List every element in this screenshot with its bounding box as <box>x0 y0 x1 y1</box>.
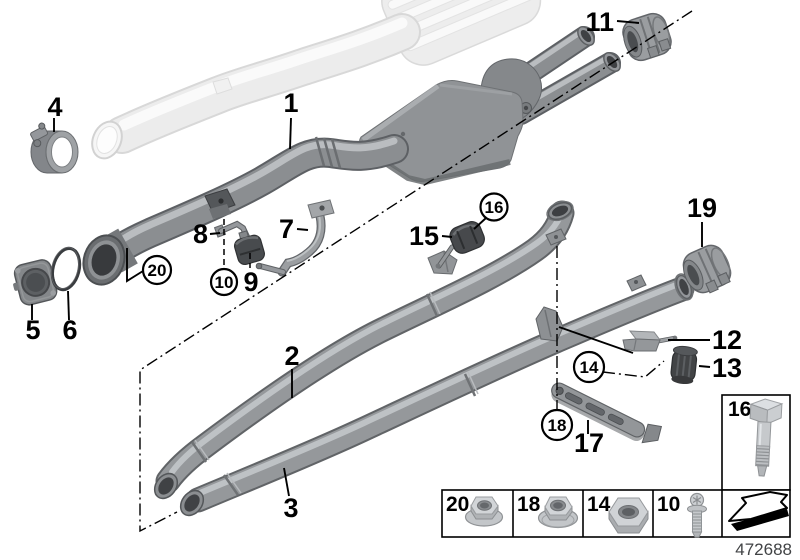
clamp-part-19 <box>682 244 732 294</box>
callout-20-circled[interactable]: 20 <box>141 254 173 286</box>
legend-fastener-row: 20 18 14 <box>441 489 791 538</box>
callout-10-label: 10 <box>215 273 234 292</box>
callout-17[interactable]: 17 <box>574 428 604 458</box>
callout-12[interactable]: 12 <box>712 325 742 355</box>
gasket-ring-part-6 <box>50 246 82 292</box>
front-pipe-2 <box>153 200 575 500</box>
callout-13[interactable]: 13 <box>712 353 742 383</box>
callout-18-label: 18 <box>548 416 567 435</box>
center-muffler-assembly <box>82 25 621 286</box>
legend-20-label: 20 <box>446 493 469 516</box>
leader-16 <box>473 217 487 230</box>
leader-1 <box>289 117 292 150</box>
screw-washer-icon <box>687 492 707 538</box>
ghost-hanger-tab <box>212 77 233 95</box>
callout-5[interactable]: 5 <box>25 315 40 345</box>
callout-2[interactable]: 2 <box>284 341 299 371</box>
callout-4[interactable]: 4 <box>47 92 62 122</box>
strap-part-17 <box>551 382 663 444</box>
callout-18-circled[interactable]: 18 <box>540 408 574 442</box>
callout-14-circled[interactable]: 14 <box>572 350 606 384</box>
front-pipe-3 <box>179 273 695 517</box>
diagram-number: 472688 <box>735 540 792 559</box>
callout-20-label: 20 <box>148 261 167 280</box>
callout-7[interactable]: 7 <box>279 214 294 244</box>
legend-14-label: 14 <box>587 493 611 516</box>
callout-15[interactable]: 15 <box>409 221 439 251</box>
callout-10-circled[interactable]: 10 <box>209 267 239 297</box>
callout-16-circled[interactable]: 16 <box>479 192 509 222</box>
callout-9[interactable]: 9 <box>243 267 258 297</box>
direction-arrow-icon <box>728 491 789 531</box>
leader-14 <box>558 326 634 354</box>
rubber-mount-part-9 <box>233 230 265 266</box>
callout-8[interactable]: 8 <box>193 219 208 249</box>
callout-1[interactable]: 1 <box>283 88 298 118</box>
callout-14-label: 14 <box>580 358 599 377</box>
flange-nut-icon <box>464 496 504 527</box>
hex-bolt-icon <box>749 398 784 477</box>
leader-14-13-line <box>602 360 665 378</box>
bracket-part-7 <box>255 199 335 277</box>
bracket-part-12 <box>622 330 678 352</box>
rubber-mount-part-15 <box>435 221 485 269</box>
callout-3[interactable]: 3 <box>283 493 298 523</box>
leader-8 <box>209 232 221 235</box>
legend-cell-20[interactable]: 20 <box>446 493 504 527</box>
flange-part-5 <box>13 259 58 306</box>
grommet-part-13 <box>670 345 698 385</box>
flange-nut-washer-icon <box>537 496 579 529</box>
leader-6 <box>67 290 70 321</box>
ghost-front-muffler <box>91 0 542 160</box>
legend-cell-arrow[interactable] <box>728 491 789 531</box>
callout-16-label: 16 <box>485 198 504 217</box>
leader-13 <box>698 365 711 368</box>
legend-cell-14[interactable]: 14 <box>587 493 649 534</box>
legend-18-label: 18 <box>517 493 541 516</box>
leader-15 <box>441 235 453 238</box>
hex-nut-icon <box>608 497 649 534</box>
legend-16-label: 16 <box>728 398 751 421</box>
legend-bolt-box[interactable]: 16 <box>721 394 791 491</box>
leader-20 <box>126 248 144 283</box>
legend-cell-10[interactable]: 10 <box>657 492 707 538</box>
callout-6[interactable]: 6 <box>62 315 77 345</box>
callout-11[interactable]: 11 <box>585 7 614 37</box>
leader-3 <box>283 467 290 497</box>
leader-7 <box>296 228 309 231</box>
clamp-part-11 <box>622 12 672 62</box>
pipe3-cast-hanger <box>535 306 564 342</box>
legend-10-label: 10 <box>657 493 680 516</box>
clamp-part-4 <box>30 122 79 174</box>
legend-cell-18[interactable]: 18 <box>517 493 579 529</box>
leader-11 <box>616 20 640 24</box>
callout-19[interactable]: 19 <box>687 193 717 223</box>
section-boundary-line <box>139 10 693 533</box>
